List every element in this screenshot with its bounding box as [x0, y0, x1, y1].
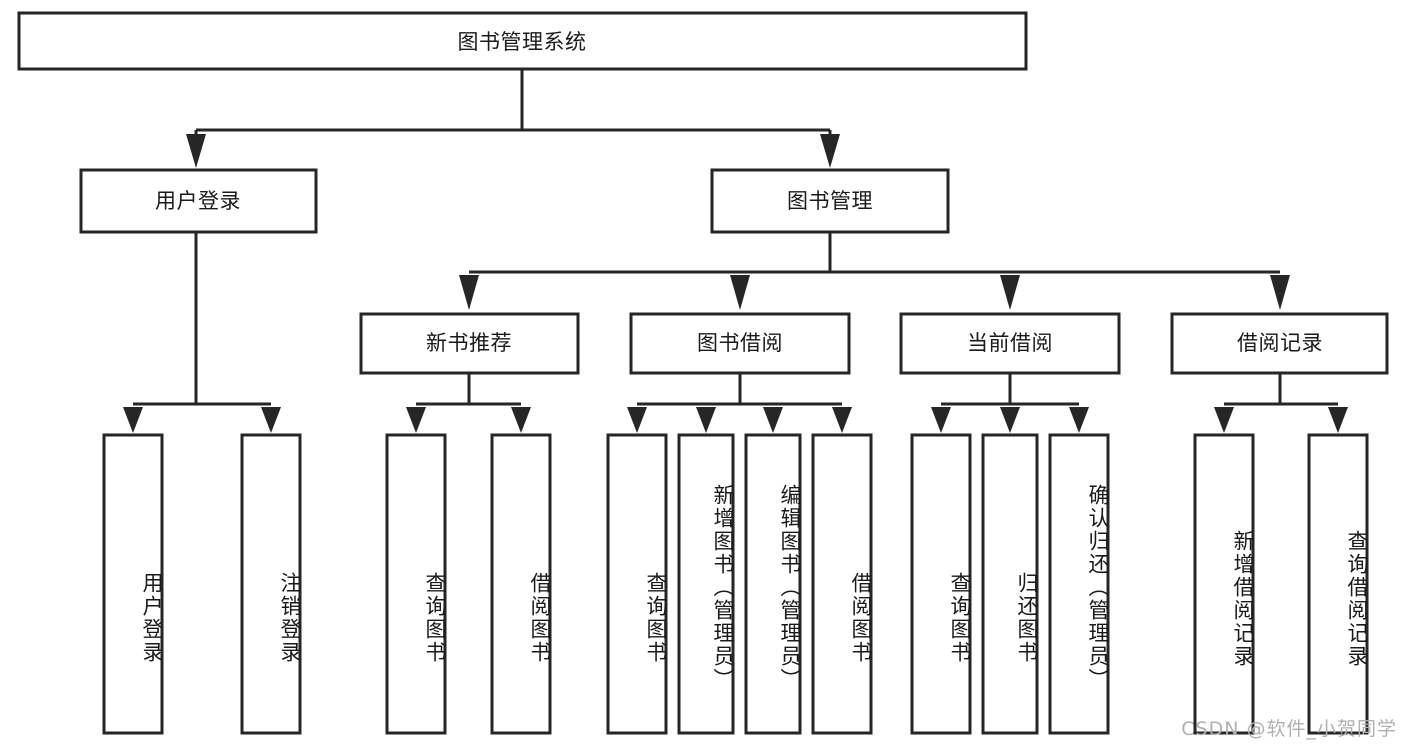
node-book-borrow[interactable]: 图书借阅: [629, 312, 851, 375]
leaf-rect-new-book-2[interactable]: [490, 433, 552, 735]
arrowhead-to-borrow-record: [1270, 275, 1290, 310]
leaf-rect-current-borrow-3[interactable]: [1048, 433, 1110, 735]
node-current-borrow-label: 当前借阅: [967, 331, 1053, 355]
node-root-rect[interactable]: [17, 11, 1028, 71]
leaf-rect-new-book-1[interactable]: [385, 433, 447, 735]
csdn-watermark: CSDN @软件_小贺同学: [1181, 718, 1397, 740]
leaf-rect-book-borrow-3[interactable]: [744, 433, 802, 735]
node-book-borrow-label: 图书借阅: [697, 331, 783, 355]
edge-group-book-borrow: [627, 373, 852, 433]
arrowhead-to-book-borrow: [730, 275, 750, 310]
node-borrow-record-label: 借阅记录: [1237, 331, 1323, 355]
node-book-manage[interactable]: 图书管理: [710, 168, 950, 234]
edge-group-book-manage: [459, 232, 1290, 310]
node-user-login-rect[interactable]: [79, 168, 318, 234]
node-new-book-recommend[interactable]: 新书推荐: [359, 312, 580, 375]
leaf-rect-book-borrow-2[interactable]: [677, 433, 735, 735]
edge-group-user-login: [123, 232, 281, 433]
arrowhead-leaf-n2: [511, 407, 531, 433]
arrowhead-to-new-book: [459, 275, 479, 310]
leaf-rect-user-login-2[interactable]: [240, 433, 302, 735]
leaf-rect-borrow-record-1[interactable]: [1193, 433, 1255, 735]
node-root[interactable]: 图书管理系统: [17, 11, 1028, 71]
node-new-book-recommend-label: 新书推荐: [426, 331, 512, 355]
leaf-rect-current-borrow-1[interactable]: [910, 433, 972, 735]
arrowhead-leaf-b4: [832, 407, 852, 433]
arrowhead-to-current-borrow: [1000, 275, 1020, 310]
leaf-rect-book-borrow-4[interactable]: [811, 433, 873, 735]
arrowhead-leaf-b3: [763, 407, 783, 433]
arrowhead-leaf-u2: [261, 407, 281, 433]
leaf-rect-book-borrow-1[interactable]: [606, 433, 668, 735]
arrowhead-leaf-b1: [627, 407, 647, 433]
node-user-login-label: 用户登录: [155, 189, 241, 213]
edge-group-new-book: [406, 373, 531, 433]
node-borrow-record[interactable]: 借阅记录: [1170, 312, 1389, 375]
node-root-label: 图书管理系统: [458, 30, 587, 54]
node-current-borrow[interactable]: 当前借阅: [899, 312, 1121, 375]
edge-group-borrow-record: [1214, 373, 1348, 433]
arrowhead-leaf-n1: [406, 407, 426, 433]
node-borrow-record-rect[interactable]: [1170, 312, 1389, 375]
leaf-rect-current-borrow-2[interactable]: [981, 433, 1039, 735]
arrowhead-leaf-b2: [696, 407, 716, 433]
leaf-rect-user-login-1[interactable]: [102, 433, 164, 735]
node-current-borrow-rect[interactable]: [899, 312, 1121, 375]
node-book-borrow-rect[interactable]: [629, 312, 851, 375]
arrowhead-leaf-c2: [1000, 407, 1020, 433]
arrowhead-leaf-c3: [1069, 407, 1089, 433]
arrowhead-leaf-r1: [1214, 407, 1234, 433]
leaf-rect-borrow-record-2[interactable]: [1307, 433, 1369, 735]
arrowhead-leaf-r2: [1328, 407, 1348, 433]
arrowhead-leaf-c1: [931, 407, 951, 433]
edge-group-current-borrow: [931, 373, 1089, 433]
node-book-manage-label: 图书管理: [787, 189, 873, 213]
arrowhead-to-book-manage: [820, 134, 840, 168]
node-user-login[interactable]: 用户登录: [79, 168, 318, 234]
node-book-manage-rect[interactable]: [710, 168, 950, 234]
edge-group-root: [186, 69, 840, 168]
arrowhead-leaf-u1: [123, 407, 143, 433]
node-new-book-recommend-rect[interactable]: [359, 312, 580, 375]
arrowhead-to-user-login: [186, 134, 206, 168]
